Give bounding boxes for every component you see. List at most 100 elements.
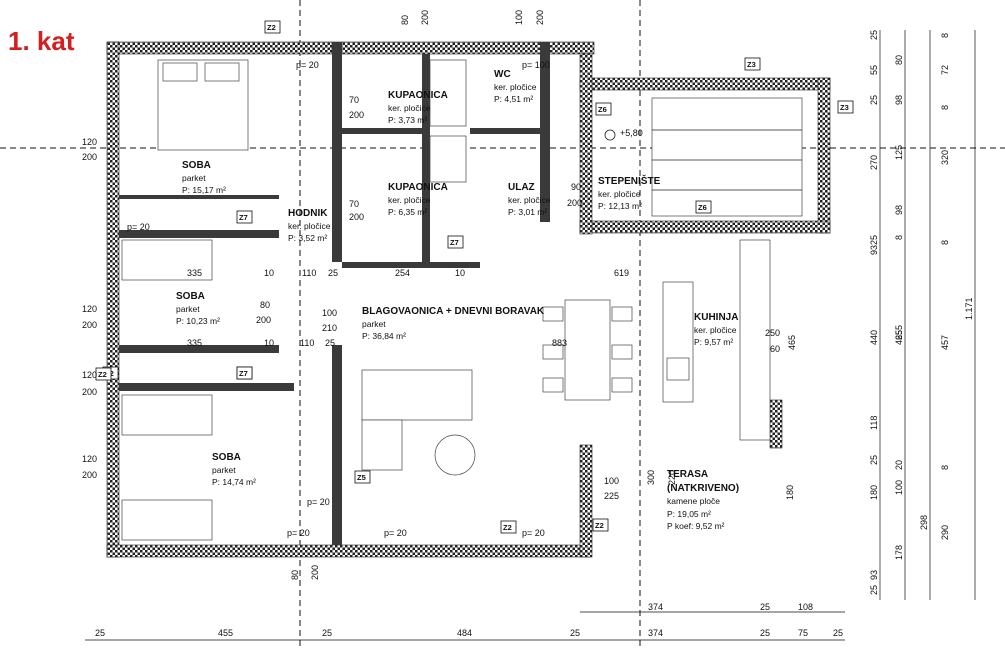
inner-dimension: 10 [455,268,465,278]
inner-dimension: 200 [349,110,364,120]
window-label: p= 20 [127,222,150,232]
bottom-dimension: 25 [95,628,105,638]
inner-dimension: 250 [765,328,780,338]
right-dimension-col2: 80 [894,55,904,65]
right-dimension-col3: 457 [940,335,950,350]
svg-text:P: 19,05 m²: P: 19,05 m² [667,509,711,519]
inner-dimension: 335 [187,268,202,278]
wall-tag: Z6 [598,105,607,114]
svg-text:parket: parket [362,319,386,329]
inner-dimension: 110 [300,338,314,348]
inner-dimension: 100 [514,10,524,25]
right-dimension-col1: 180 [869,485,879,500]
right-dimension-col1: 93 [869,245,879,255]
dimension-lines [85,30,976,641]
bottom-dimension: 25 [760,628,770,638]
svg-text:P: 4,51 m²: P: 4,51 m² [494,94,533,104]
svg-text:TERASA: TERASA [667,469,708,480]
svg-text:KUPAONICA: KUPAONICA [388,90,448,101]
bottom-dimension: 455 [218,628,233,638]
inner-dimension: 80 [290,570,300,580]
right-dimension-col3: 320 [940,150,950,165]
right-dimension-col2: 178 [894,545,904,560]
right-dimension-col2: 465 [894,330,904,345]
right-dimension-col2: 98 [894,95,904,105]
room-soba2: SOBA parket P: 10,23 m² [176,291,220,326]
inner-dimension: 300 [646,470,656,485]
svg-text:P: 9,57 m²: P: 9,57 m² [694,337,733,347]
svg-text:SOBA: SOBA [182,160,211,171]
right-dimension-col1: 93 [869,570,879,580]
bottom-dimension: 25 [833,628,843,638]
svg-text:P: 6,35 m²: P: 6,35 m² [388,207,427,217]
inner-dimension: 120 [82,454,97,464]
inner-dimension: 200 [310,565,320,580]
inner-dimension: 335 [187,338,202,348]
inner-dimension: 200 [420,10,430,25]
room-soba1: SOBA parket P: 15,17 m² [182,160,226,195]
wall-tag: Z5 [357,473,366,482]
right-dimension-col1: 440 [869,330,879,345]
wall-tag: Z7 [239,369,248,378]
wall-tag: Z7 [239,213,248,222]
bottom-dimension-inner: 374 [648,602,663,612]
inner-dimension: 60 [770,344,780,354]
inner-dimension: 200 [82,320,97,330]
inner-dimension: 70 [349,199,359,209]
window-label: p= 100 [522,60,550,70]
svg-text:ker. pločice: ker. pločice [494,82,537,92]
svg-text:parket: parket [212,465,236,475]
svg-text:P: 14,74 m²: P: 14,74 m² [212,477,256,487]
svg-text:ker. pločice: ker. pločice [508,195,551,205]
bottom-dimension: 25 [570,628,580,638]
wall-tag-box [592,518,609,532]
room-soba3: SOBA parket P: 14,74 m² [212,452,256,487]
bottom-dimension: 25 [322,628,332,638]
room-wc: WC ker. pločice P: 4,51 m² [494,69,537,104]
bottom-dimension: 484 [457,628,472,638]
svg-text:(NATKRIVENO): (NATKRIVENO) [667,483,739,494]
window-label: p= 20 [522,528,545,538]
wall-tag: Z2 [595,521,604,530]
inner-dimension: 80 [260,300,270,310]
svg-text:ker. pločice: ker. pločice [288,221,331,231]
inner-dimension: 90 [571,182,581,192]
wall-tag-box [264,20,281,34]
inner-dimension: 25 [328,268,338,278]
room-kuhinja: KUHINJA ker. pločice P: 9,57 m² [694,312,738,347]
right-dimension-col2: 125 [894,145,904,160]
svg-text:parket: parket [176,304,200,314]
furniture [121,59,803,541]
inner-dimension: 619 [614,268,629,278]
inner-dimension: 200 [256,315,271,325]
svg-text:ker. pločice: ker. pločice [388,195,431,205]
inner-dimension: 120 [82,304,97,314]
inner-dimension: 200 [82,152,97,162]
bottom-dimension-inner: 108 [798,602,813,612]
level-mark: +5,80 [604,128,643,141]
inner-dimension: 200 [82,470,97,480]
svg-text:kamene ploče: kamene ploče [667,496,720,506]
right-dimension-col3: 1.171 [964,297,974,320]
room-stepeniste: STEPENIŠTE ker. pločice P: 12,13 m² [598,174,661,211]
window-label: p= 20 [307,497,330,507]
wall-tag: Z6 [698,203,707,212]
right-dimension-col1: 25 [869,95,879,105]
wall-tag: Z3 [840,103,849,112]
inner-dimension: 210 [322,323,337,333]
wall-tag-box [744,57,761,71]
wall-tags: Z2Z2Z2Z2Z3Z3Z5Z6Z6Z7Z7Z7Z7Z2 [95,20,854,534]
svg-text:parket: parket [182,173,206,183]
wall-tag-box [236,210,253,224]
right-dimension-col3: 72 [940,65,950,75]
svg-text:+5,80: +5,80 [620,128,643,138]
right-dimension-col2: 20 [894,460,904,470]
svg-text:P: 15,17 m²: P: 15,17 m² [182,185,226,195]
wall-tag: Z2 [267,23,276,32]
wall-tag-box [447,235,464,249]
right-dimensions: 2555252702593440118251809325809812598825… [869,30,974,595]
